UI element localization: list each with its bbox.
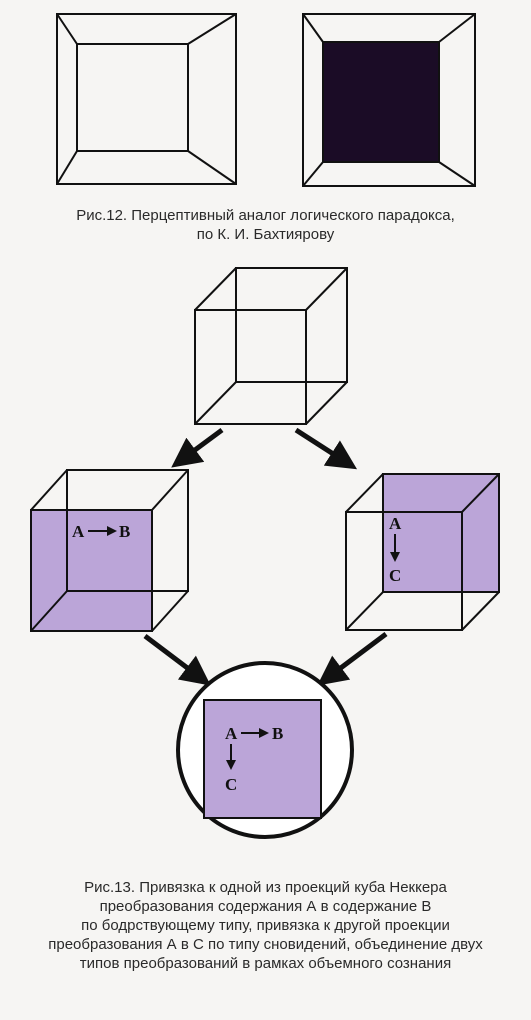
caption-line: по К. И. Бахтиярову	[196, 226, 335, 243]
label-a: A	[389, 514, 402, 533]
necker-cube-left: A B	[30, 469, 189, 632]
figure-13-caption: Рис.13. Привязка к одной из проекций куб…	[0, 878, 531, 973]
frame-right	[302, 13, 476, 187]
caption-line: по бодрствующему типу, привязка к другой…	[81, 917, 450, 934]
necker-cube-top	[194, 267, 348, 425]
caption-line: типов преобразований в рамках объемного …	[79, 955, 452, 972]
label-a: A	[72, 522, 85, 541]
label-c: C	[225, 775, 237, 794]
caption-line: преобразования А в С по типу сновидений,…	[48, 936, 483, 953]
combined-square	[203, 699, 322, 819]
arrow-to-left-cube	[171, 427, 224, 468]
front-face	[31, 510, 152, 631]
caption-line: Рис.13. Привязка к одной из проекций куб…	[84, 879, 447, 896]
label-b: B	[272, 724, 283, 743]
frame-left	[56, 13, 237, 185]
label-b: B	[119, 522, 130, 541]
arrow-left-to-circle	[143, 634, 211, 686]
dark-square	[322, 41, 440, 163]
combined-consciousness-circle: A B C	[176, 661, 354, 839]
arrow-to-right-cube	[294, 427, 358, 470]
label-c: C	[389, 566, 401, 585]
caption-line: преобразования содержания А в содержание…	[99, 898, 432, 915]
arrow-right-to-circle	[317, 632, 388, 686]
figure-12	[56, 13, 476, 187]
figure-12-caption: Рис.12. Перцептивный аналог логического …	[0, 206, 531, 244]
caption-line: Рис.12. Перцептивный аналог логического …	[76, 207, 455, 224]
label-a: A	[225, 724, 238, 743]
necker-cube-right: A C	[345, 473, 500, 631]
figure-13: A B A C A B C	[30, 267, 500, 839]
